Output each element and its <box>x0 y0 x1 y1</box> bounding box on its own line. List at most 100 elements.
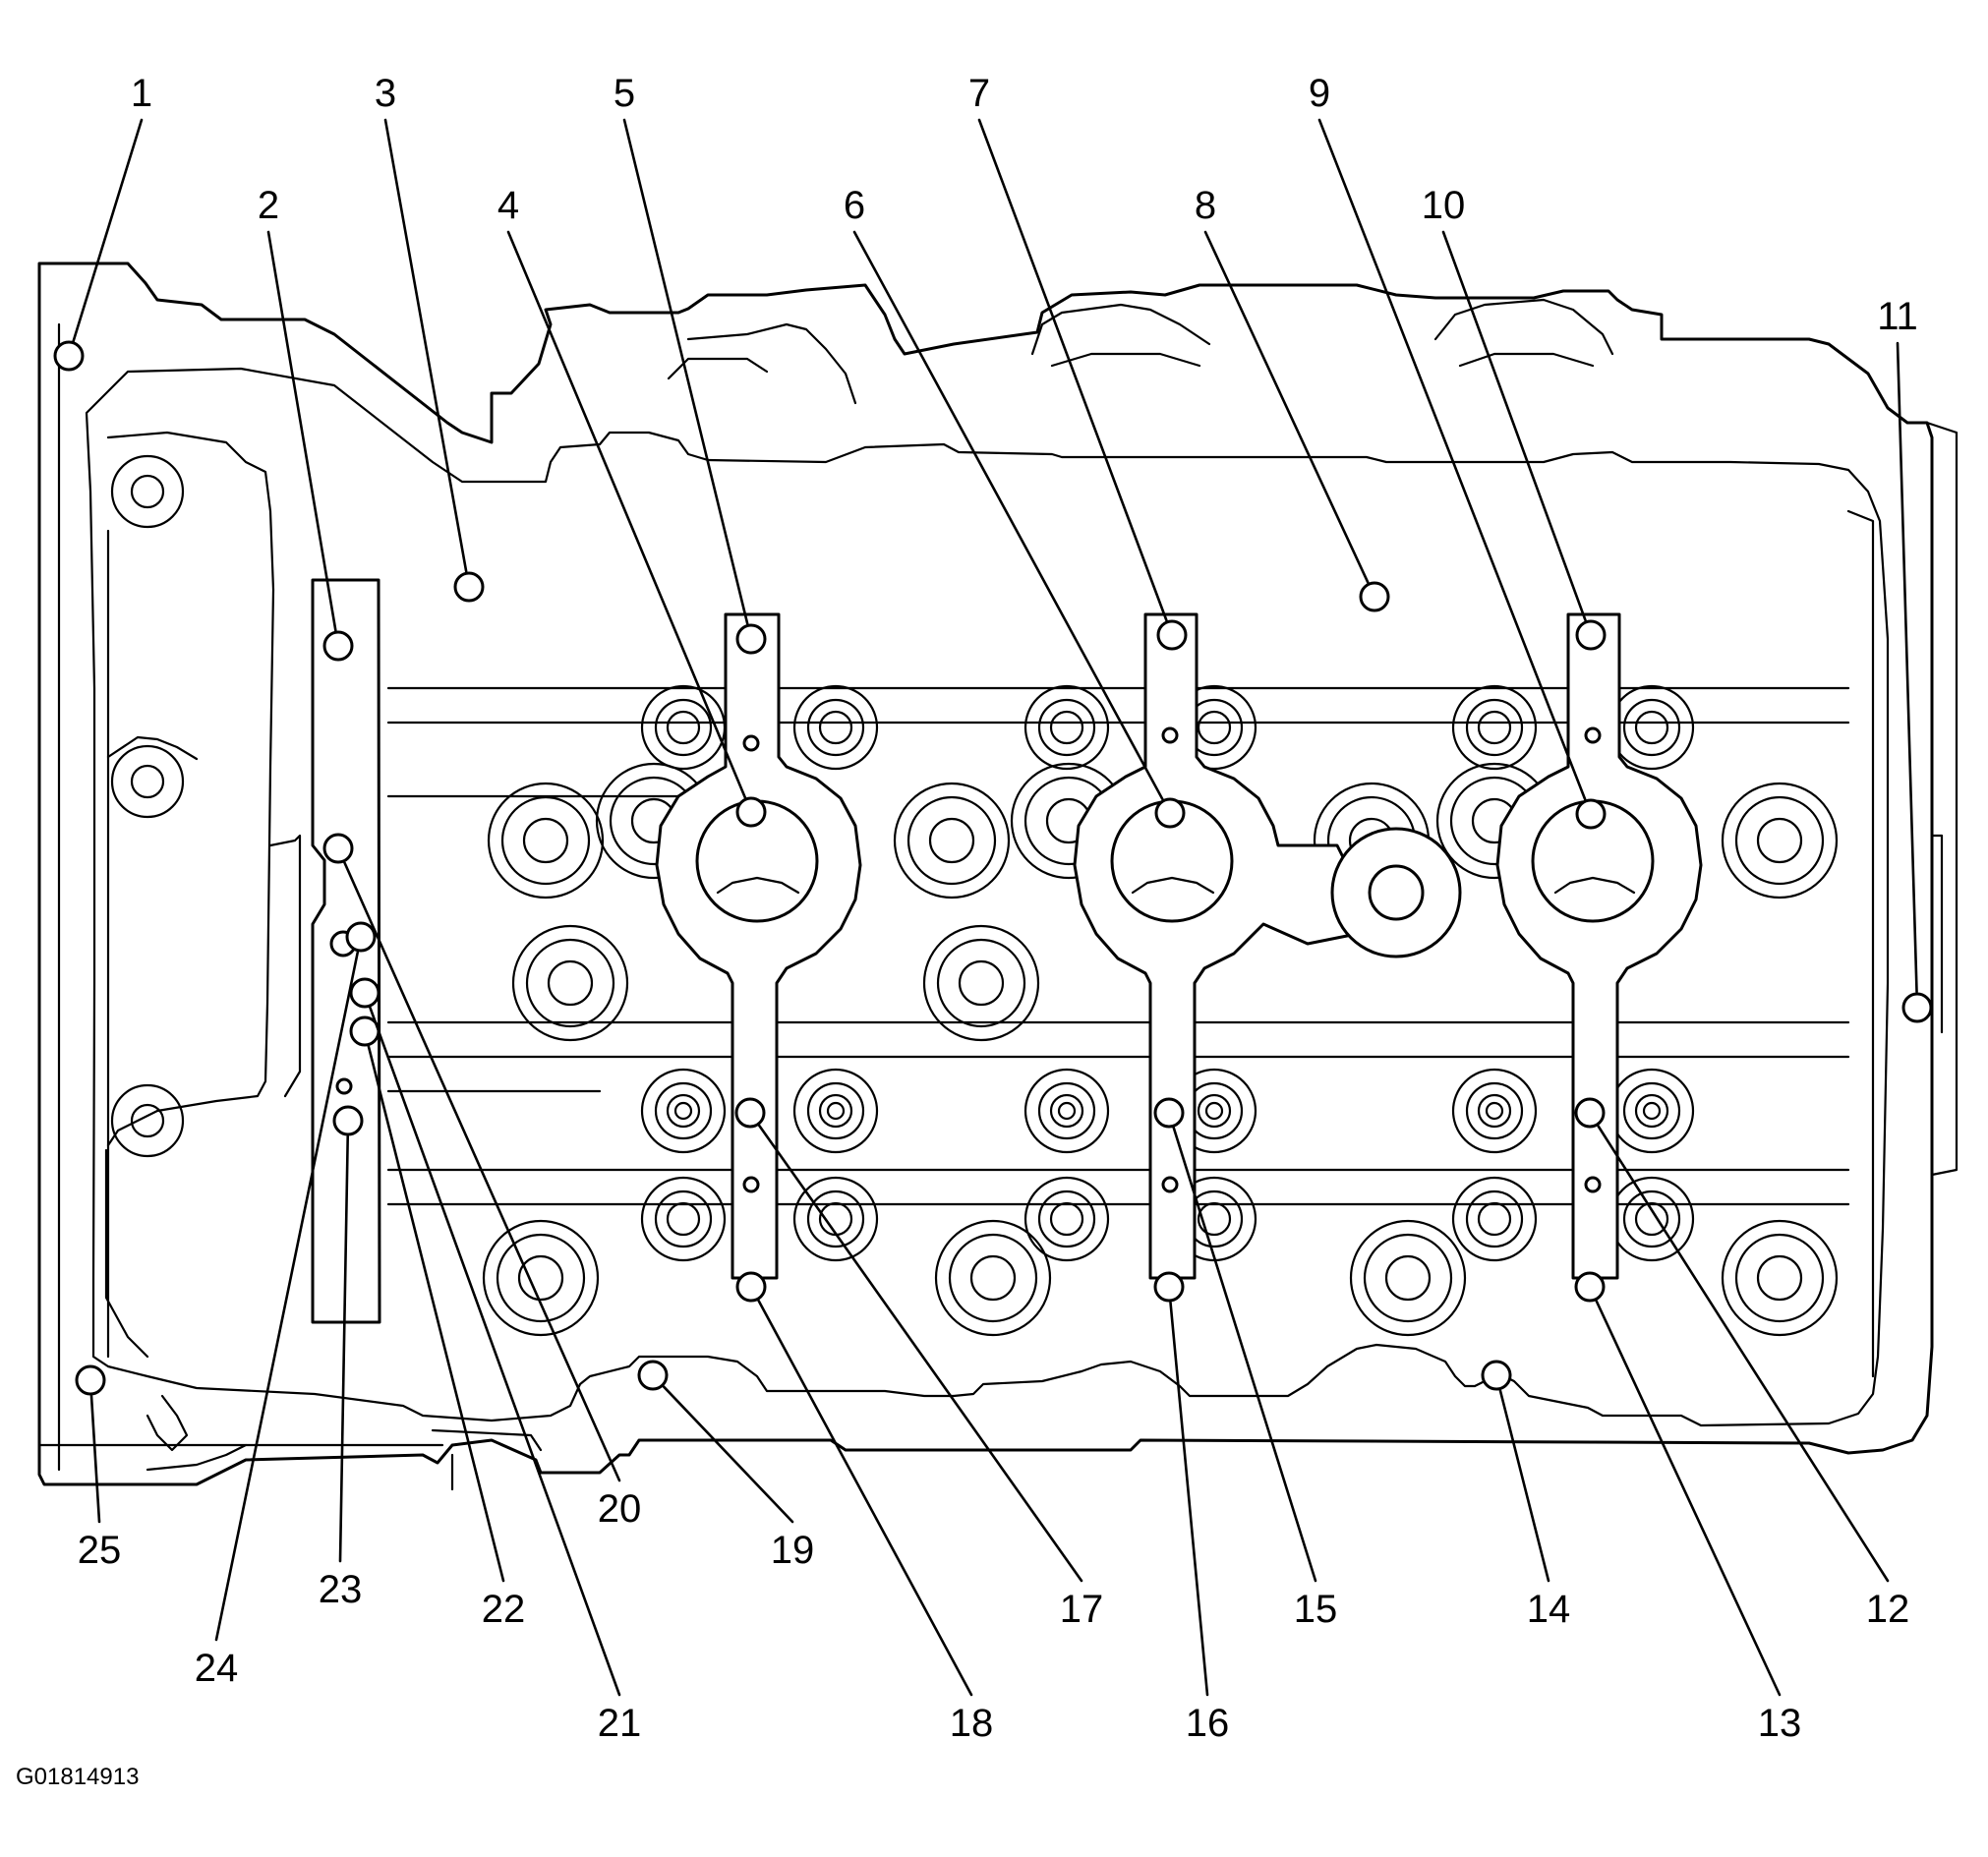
bolt-hole-19 <box>637 1360 669 1391</box>
bolt-hole-4 <box>735 796 767 828</box>
leader-line-12 <box>1597 1125 1890 1583</box>
leader-line-11 <box>1896 341 1918 994</box>
bolt-hole-21 <box>349 977 380 1009</box>
leader-line-20 <box>343 861 621 1482</box>
callout-label-2: 2 <box>258 184 279 227</box>
valve-spring <box>1451 1068 1538 1154</box>
bearing-caps <box>311 578 1703 1324</box>
end-boss <box>110 1083 185 1158</box>
cam-bore <box>487 782 605 899</box>
callout-label-25: 25 <box>78 1529 122 1572</box>
callout-label-13: 13 <box>1758 1702 1802 1745</box>
bolt-hole-25 <box>75 1364 106 1396</box>
valve-spring <box>1023 1068 1110 1154</box>
leader-line-17 <box>757 1124 1083 1583</box>
bolt-holes <box>53 340 1933 1396</box>
callout-label-5: 5 <box>614 72 635 115</box>
leader-line-13 <box>1595 1300 1782 1697</box>
leader-line-2 <box>266 230 337 632</box>
bolt-hole-17 <box>734 1097 766 1129</box>
end-boss <box>110 744 185 819</box>
callout-label-11: 11 <box>1877 295 1918 338</box>
leader-line-21 <box>369 1006 621 1697</box>
end-boss <box>110 454 185 529</box>
leader-line-3 <box>383 118 468 573</box>
bolt-hole-16 <box>1153 1271 1185 1303</box>
leader-line-25 <box>89 1394 101 1524</box>
bolt-hole-2 <box>322 630 354 662</box>
valve-spring <box>792 1068 879 1154</box>
bolt-hole-20 <box>322 833 354 864</box>
callout-label-4: 4 <box>497 184 519 227</box>
callout-label-21: 21 <box>598 1702 642 1745</box>
valve-spring <box>1023 1176 1110 1262</box>
callout-label-20: 20 <box>598 1487 642 1531</box>
leader-line-23 <box>338 1134 350 1563</box>
bolt-hole-8 <box>1359 581 1390 612</box>
callout-label-16: 16 <box>1186 1702 1230 1745</box>
bolt-hole-5 <box>735 623 767 655</box>
valve-spring <box>1451 684 1538 771</box>
bolt-hole-15 <box>1153 1097 1185 1129</box>
callout-label-24: 24 <box>195 1647 239 1690</box>
callout-label-12: 12 <box>1866 1588 1910 1631</box>
valve-spring <box>1608 1068 1695 1154</box>
leader-line-19 <box>662 1385 794 1524</box>
leader-line-8 <box>1203 230 1370 584</box>
bolt-hole-6 <box>1154 797 1186 829</box>
valve-spring <box>1608 1176 1695 1262</box>
cam-bore <box>922 924 1040 1042</box>
callout-label-6: 6 <box>844 184 865 227</box>
callout-label-22: 22 <box>482 1588 526 1631</box>
bolt-hole-23 <box>332 1105 364 1136</box>
leader-line-10 <box>1441 230 1587 622</box>
leader-line-24 <box>214 951 360 1642</box>
callout-label-17: 17 <box>1060 1588 1104 1631</box>
bolt-hole-7 <box>1156 619 1188 651</box>
cam-bore <box>1349 1219 1467 1337</box>
leader-line-16 <box>1169 1301 1209 1697</box>
figure-id: G01814913 <box>16 1764 139 1790</box>
callout-labels: 1234567891011121314151617181920212223242… <box>78 72 1918 1745</box>
leader-line-4 <box>506 230 747 799</box>
cam-bore <box>1721 1219 1839 1337</box>
callout-label-14: 14 <box>1527 1588 1571 1631</box>
bolt-hole-12 <box>1574 1097 1606 1129</box>
callout-label-18: 18 <box>950 1702 994 1745</box>
valve-spring <box>640 1176 727 1262</box>
leader-line-7 <box>977 118 1168 622</box>
callout-label-10: 10 <box>1422 184 1466 227</box>
leader-line-14 <box>1498 1389 1550 1583</box>
valve-spring <box>1023 684 1110 771</box>
callout-label-3: 3 <box>375 72 396 115</box>
callout-label-15: 15 <box>1294 1588 1338 1631</box>
bolt-hole-11 <box>1901 992 1933 1023</box>
valve-spring <box>792 684 879 771</box>
leader-line-1 <box>72 118 144 343</box>
leader-lines <box>72 118 1918 1697</box>
cam-bore <box>482 1219 600 1337</box>
leader-line-22 <box>367 1045 505 1583</box>
bolt-hole-3 <box>453 571 485 603</box>
valve-spring <box>640 684 727 771</box>
housing-outline <box>37 261 1959 1491</box>
bolt-hole-14 <box>1481 1360 1512 1391</box>
leader-line-9 <box>1317 118 1587 801</box>
bolt-hole-1 <box>53 340 85 372</box>
valve-spring <box>792 1176 879 1262</box>
cam-bore <box>934 1219 1052 1337</box>
leader-line-6 <box>852 230 1164 801</box>
bolt-hole-18 <box>735 1271 767 1303</box>
bolt-hole-24 <box>345 921 377 953</box>
leader-line-5 <box>622 118 749 625</box>
valve-spring-group <box>640 684 1695 1262</box>
leader-line-18 <box>757 1299 973 1697</box>
bolt-hole-13 <box>1574 1271 1606 1303</box>
valve-spring <box>640 1068 727 1154</box>
callout-label-9: 9 <box>1309 72 1330 115</box>
callout-label-8: 8 <box>1195 184 1216 227</box>
valve-spring <box>1608 684 1695 771</box>
callout-label-7: 7 <box>968 72 990 115</box>
cam-bore <box>1721 782 1839 899</box>
